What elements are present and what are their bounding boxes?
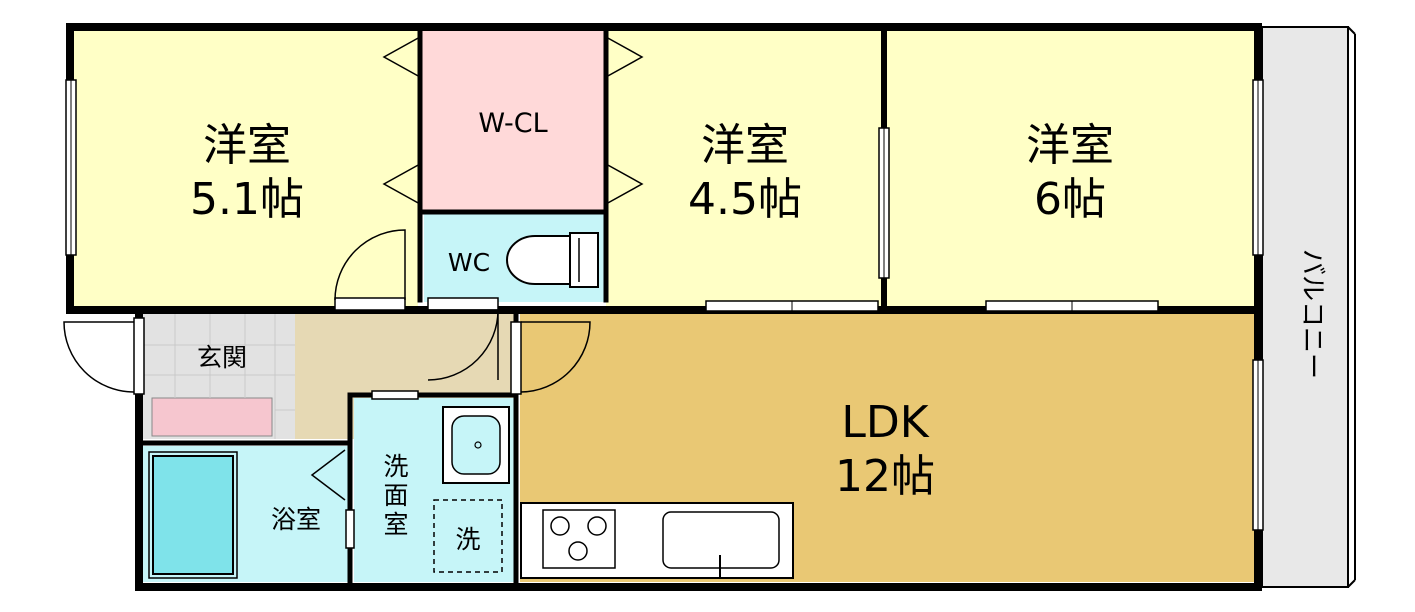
wash-basin — [442, 406, 510, 484]
room-size-western-center: 4.5帖 — [688, 174, 802, 225]
washroom-char-3: 室 — [383, 510, 408, 539]
bath-door — [345, 509, 355, 549]
washroom-char-1: 洗 — [383, 452, 408, 481]
balcony-rail-bottom — [1347, 579, 1356, 588]
entrance-door-opening — [133, 317, 145, 395]
burner-icon — [550, 516, 570, 536]
door-swings — [63, 229, 591, 393]
room-name-western-right: 洋室 — [1026, 120, 1114, 171]
balcony-label: バ ル コ ニ ー — [1297, 249, 1327, 379]
burner-icon — [568, 541, 588, 561]
room-size-western-left: 5.1帖 — [190, 174, 304, 225]
room-name-western-center: 洋室 — [701, 120, 789, 171]
room-name-bathroom: 浴室 — [271, 505, 321, 534]
balcony-area: バ ル コ ニ ー — [1261, 26, 1356, 588]
balcony-char-2: ル — [1297, 275, 1327, 301]
balcony-char-1: バ — [1297, 249, 1327, 275]
balcony-fill — [1261, 26, 1349, 588]
bathtub — [152, 455, 234, 575]
washer-space — [433, 499, 503, 573]
room-western-center — [606, 31, 884, 306]
washroom-door — [371, 390, 419, 400]
entrance-tile-grid — [143, 312, 295, 439]
shoe-cabinet — [151, 397, 273, 437]
door-opening-toilet — [427, 297, 499, 311]
door-opening-western-left — [334, 297, 406, 311]
room-name-closet: W-CL — [478, 108, 547, 139]
closet-folding-doors — [382, 36, 644, 205]
balcony-char-5: ー — [1297, 353, 1327, 379]
room-name-entrance: 玄関 — [197, 343, 247, 372]
windows — [65, 79, 1264, 549]
bath-door-swing — [310, 449, 346, 501]
burner-icon — [587, 516, 607, 536]
room-size-western-right: 6帖 — [1034, 174, 1106, 225]
room-name-washroom: 洗 面 室 — [383, 452, 408, 539]
room-walk-in-closet — [420, 31, 606, 212]
room-size-ldk: 12帖 — [835, 451, 935, 502]
bathtub-rim — [148, 451, 238, 579]
room-name-ldk: LDK — [841, 397, 929, 448]
door-opening-ldk — [510, 321, 522, 395]
stove-top — [542, 509, 616, 569]
balcony-char-3: コ — [1297, 301, 1327, 327]
room-name-western-left: 洋室 — [203, 120, 291, 171]
room-name-toilet: WC — [448, 248, 490, 277]
room-western-right — [886, 31, 1256, 306]
kitchen-counter — [520, 502, 794, 579]
door-swing-ldk — [520, 321, 591, 393]
door-swing-entrance — [63, 321, 135, 393]
balcony-char-4: ニ — [1297, 327, 1327, 353]
washroom-char-2: 面 — [383, 481, 408, 510]
balcony-rail-top — [1347, 26, 1356, 35]
room-western-left — [74, 31, 418, 306]
toilet-fixture — [506, 232, 599, 288]
door-swing-western-left — [334, 229, 406, 301]
washer-label: 洗 — [455, 525, 480, 554]
